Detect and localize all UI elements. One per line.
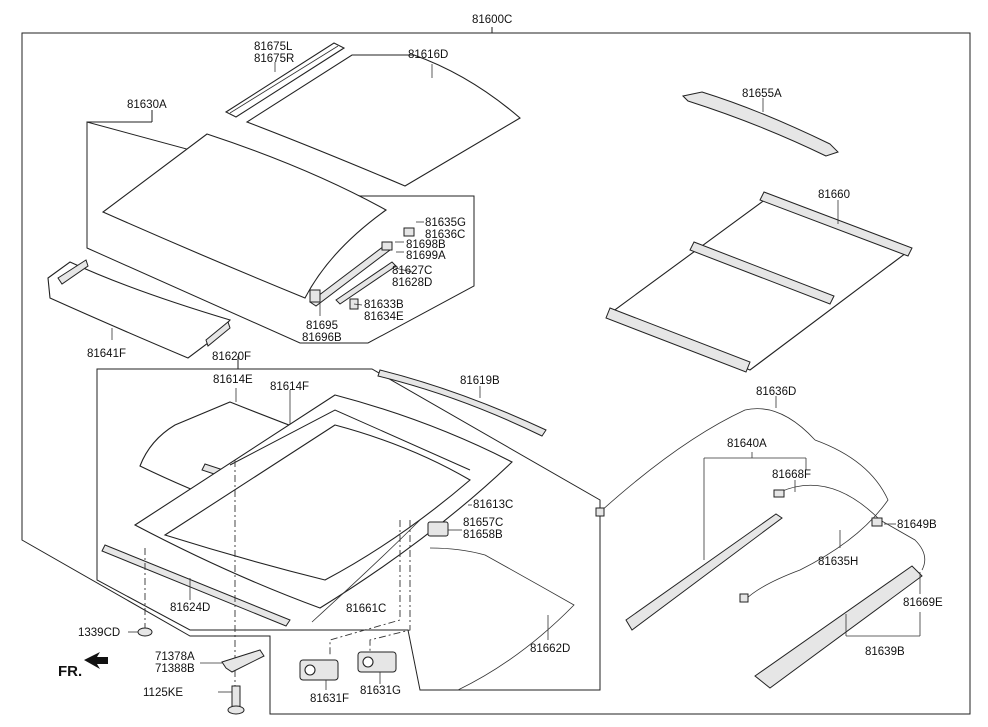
part-drive-cable bbox=[599, 408, 816, 513]
part-mount-bracket bbox=[200, 649, 265, 673]
label-81640A: 81640A bbox=[727, 438, 767, 450]
label-81627C: 81627C bbox=[392, 265, 432, 277]
label-81635G: 81635G bbox=[425, 217, 466, 229]
part-glass-rails bbox=[309, 221, 424, 316]
part-front-glass bbox=[47, 259, 231, 359]
label-81634E: 81634E bbox=[364, 311, 404, 323]
label-81662D: 81662D bbox=[530, 643, 570, 655]
label-81657C: 81657C bbox=[463, 517, 503, 529]
part-sunroof-frame bbox=[133, 394, 513, 609]
label-81614E: 81614E bbox=[213, 374, 253, 386]
part-bolt bbox=[218, 685, 245, 715]
label-81658B: 81658B bbox=[463, 529, 503, 541]
label-81619B: 81619B bbox=[460, 375, 500, 387]
label-71378A: 71378A bbox=[155, 651, 195, 663]
part-nut bbox=[128, 627, 153, 637]
cable-end bbox=[595, 507, 605, 517]
front-direction-arrow bbox=[84, 652, 108, 669]
label-81655A: 81655A bbox=[742, 88, 782, 100]
label-81661C: 81661C bbox=[346, 603, 386, 615]
part-bracket bbox=[427, 521, 462, 537]
label-81699A: 81699A bbox=[406, 250, 446, 262]
group-outline-81620F bbox=[96, 356, 601, 691]
label-81614F: 81614F bbox=[270, 381, 309, 393]
label-81649B: 81649B bbox=[897, 519, 937, 531]
label-81636C: 81636C bbox=[425, 229, 465, 241]
label-81636D: 81636D bbox=[756, 386, 796, 398]
label-81660: 81660 bbox=[818, 189, 850, 201]
guide-line-motor-2 bbox=[369, 520, 411, 652]
part-sunroof-motor-shade bbox=[357, 651, 397, 684]
label-81631G: 81631G bbox=[360, 685, 401, 697]
part-sunroof-motor-glass bbox=[299, 659, 339, 690]
guide-line-motor-1 bbox=[329, 520, 401, 656]
label-1125KE: 1125KE bbox=[143, 687, 183, 699]
label-81639B: 81639B bbox=[865, 646, 905, 658]
label-81624D: 81624D bbox=[170, 602, 210, 614]
part-guide-rail-right bbox=[754, 565, 923, 689]
part-glass-panel bbox=[245, 54, 521, 187]
label-81620F: 81620F bbox=[212, 351, 251, 363]
label-1339CD: 1339CD bbox=[78, 627, 120, 639]
label-71388B: 71388B bbox=[155, 663, 195, 675]
label-81613C: 81613C bbox=[473, 499, 513, 511]
label-81616D: 81616D bbox=[408, 49, 448, 61]
part-wind-deflector bbox=[681, 91, 839, 157]
label-81641F: 81641F bbox=[87, 348, 126, 360]
label-81695: 81695 bbox=[306, 320, 338, 332]
label-81633B: 81633B bbox=[364, 299, 404, 311]
part-long-drain-hose bbox=[429, 547, 575, 691]
part-deflector-strip bbox=[224, 42, 346, 118]
part-roof-rail bbox=[377, 369, 547, 437]
part-guide-rail-left bbox=[625, 452, 807, 631]
label-81631F: 81631F bbox=[310, 693, 349, 705]
part-drain-hose bbox=[311, 519, 421, 623]
label-81675L: 81675L bbox=[254, 41, 293, 53]
label-81675R: 81675R bbox=[254, 53, 294, 65]
label-81630A: 81630A bbox=[127, 99, 167, 111]
assembly-frame bbox=[21, 27, 971, 715]
part-lower-glass bbox=[101, 133, 388, 299]
label-81635H: 81635H bbox=[818, 556, 858, 568]
group-outline-81630A bbox=[86, 121, 475, 344]
part-sunshade-roller bbox=[605, 191, 913, 373]
label-81669E: 81669E bbox=[903, 597, 943, 609]
label-81668F: 81668F bbox=[772, 469, 811, 481]
part-drive-cable-right bbox=[739, 439, 926, 603]
label-81696B: 81696B bbox=[302, 332, 342, 344]
label-front-direction: FR. bbox=[58, 663, 82, 680]
label-81698B: 81698B bbox=[406, 239, 446, 251]
label-81600C: 81600C bbox=[472, 14, 512, 26]
part-drain-strip bbox=[101, 544, 291, 627]
label-81628D: 81628D bbox=[392, 277, 432, 289]
